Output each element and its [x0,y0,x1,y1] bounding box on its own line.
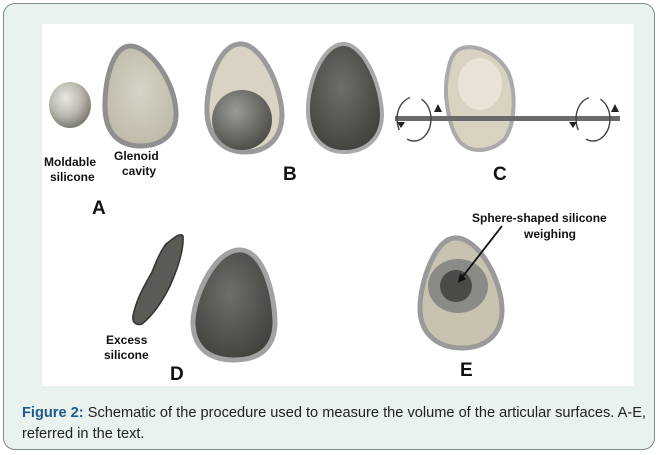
panel-d: Excess silicone D [104,235,275,385]
figure-image: Moldable silicone Glenoid cavity A B [42,24,634,386]
caption-text: Schematic of the procedure used to measu… [22,405,646,442]
glenoid-label-line2: cavity [122,164,156,178]
figure-caption: Figure 2: Schematic of the procedure use… [22,403,646,445]
excess-label-line2: silicone [104,348,149,362]
silicone-ball-in-cavity [212,90,272,150]
cavity-filled-dark [308,44,382,152]
panel-label-e: E [460,360,473,381]
rotation-axis [395,116,620,121]
panel-label-b: B [283,164,297,185]
figure-frame: Moldable silicone Glenoid cavity A B [3,3,655,450]
panel-a: Moldable silicone Glenoid cavity A [44,46,176,219]
panel-label-c: C [493,164,507,185]
panel-label-a: A [92,198,106,219]
arrow-head-left-up [434,104,442,112]
arrow-head-right-down [569,122,577,128]
caption-label: Figure 2: [22,405,84,421]
arrow-head-right-up [611,104,619,112]
glenoid-cavity-shape [105,46,176,146]
molded-silicone-cavity [193,250,275,360]
schematic-illustration: Moldable silicone Glenoid cavity A B [42,24,634,386]
moldable-silicone-ball [49,82,91,128]
panel-label-d: D [170,364,184,385]
sphere-label-line2: weighing [523,227,576,241]
moldable-label-line2: silicone [50,170,95,184]
panel-e: Sphere-shaped silicone weighing E [420,211,607,381]
panel-c: C [395,47,620,185]
panel-b: B [207,44,382,185]
sphere-label-line1: Sphere-shaped silicone [472,211,607,225]
sphere-shaped-silicone [440,270,472,302]
moldable-label-line1: Moldable [44,155,96,169]
excess-silicone-piece [133,235,183,325]
glenoid-label-line1: Glenoid [114,149,159,163]
cavity-rotation-highlight [458,58,502,110]
excess-label-line1: Excess [106,333,148,347]
